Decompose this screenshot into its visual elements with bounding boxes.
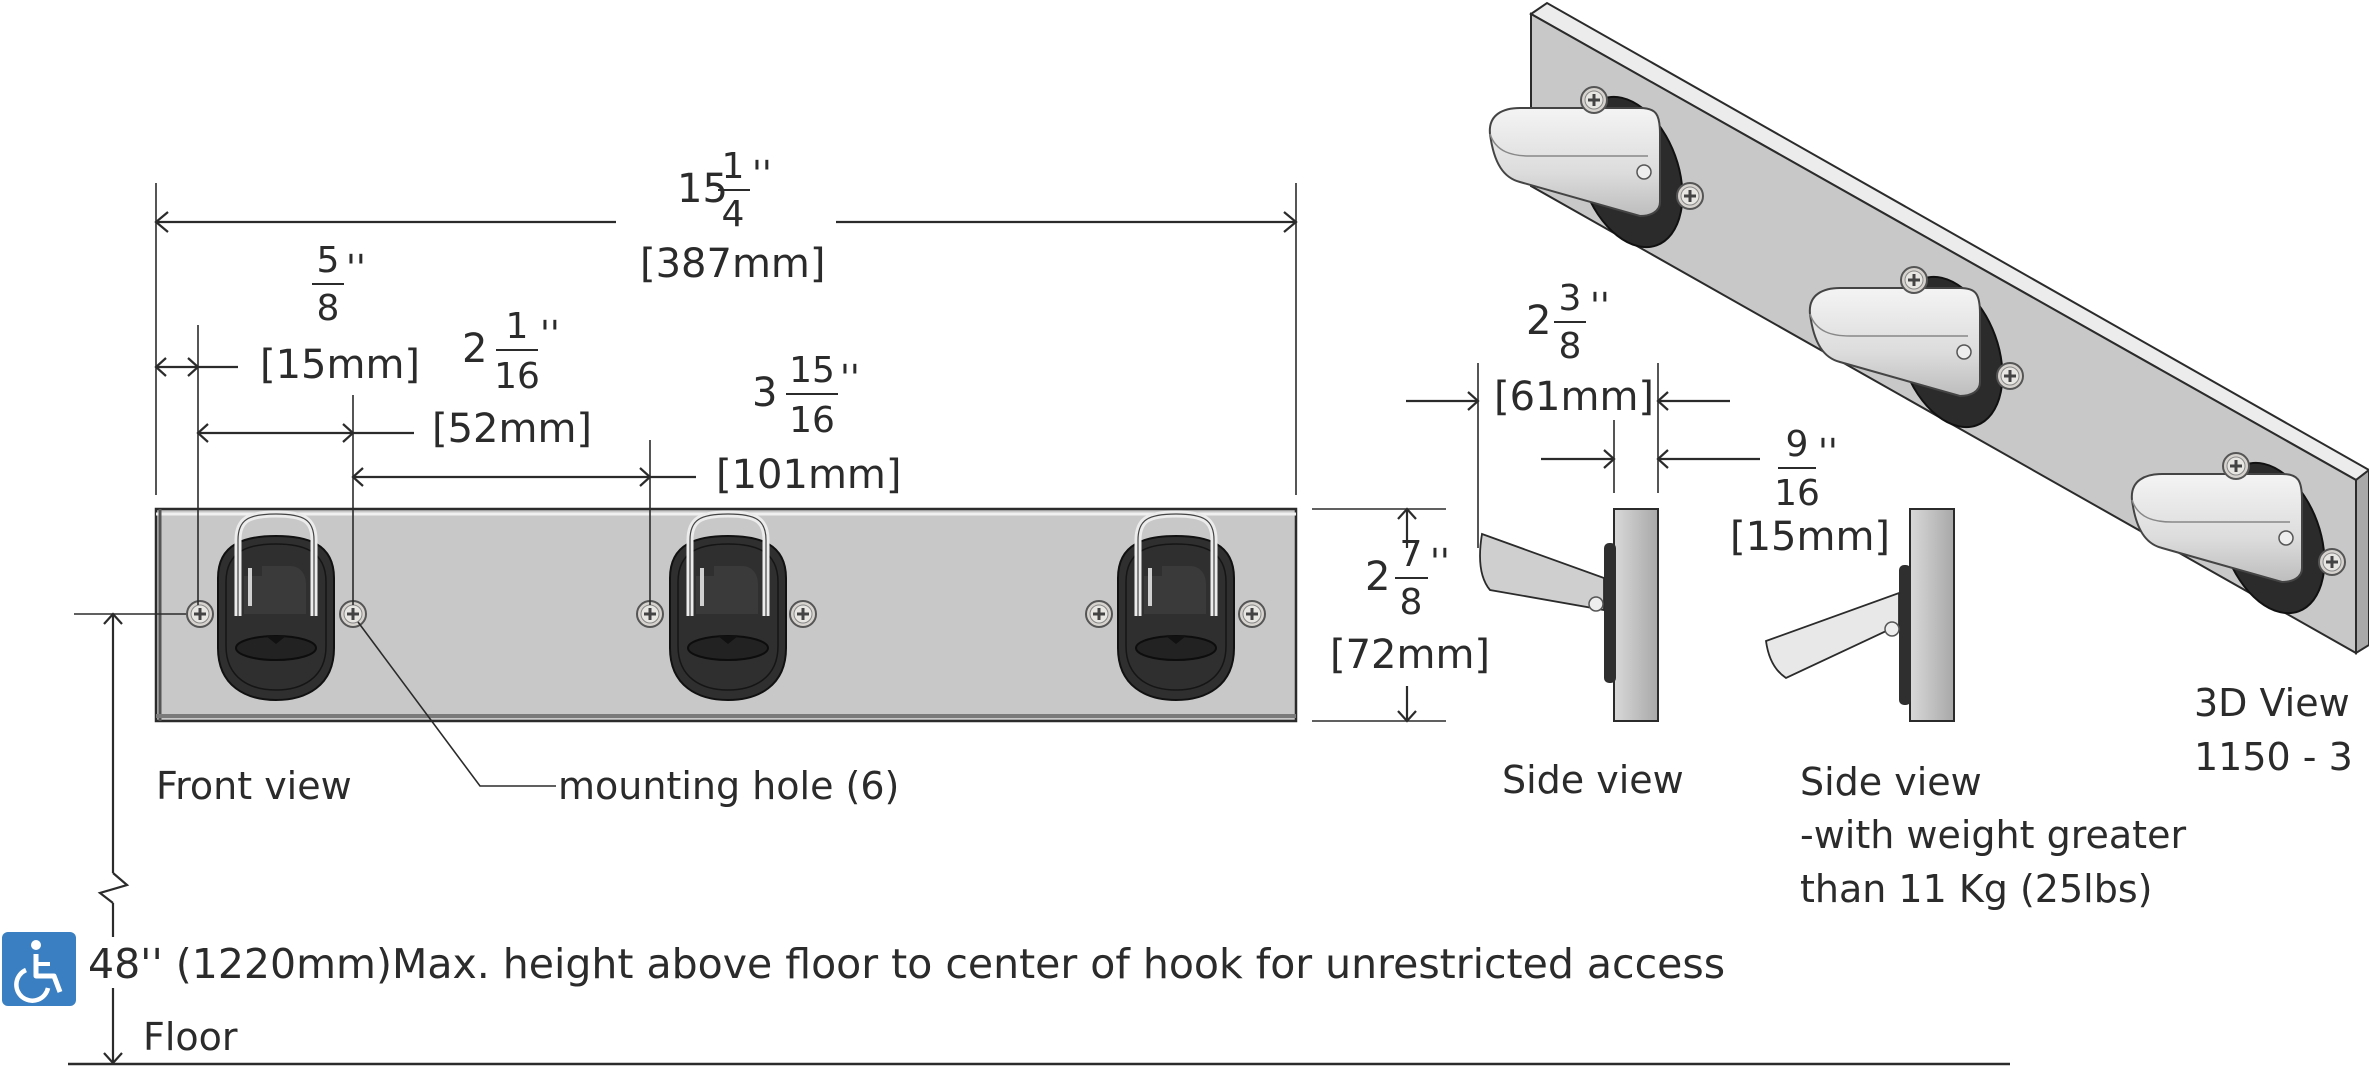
dimension-hole-spacing: 2 1 16 '' [52mm] (196, 306, 592, 605)
hook-1 (218, 514, 334, 700)
dim-edge-unit: '' (346, 248, 366, 289)
mounting-hole-screw (1237, 599, 1267, 629)
dim-projection-den: 8 (1559, 326, 1582, 367)
dim-hookspace-whole: 3 (752, 370, 777, 416)
dim-thickness-metric: [15mm] (1730, 514, 1890, 560)
hook-3 (1118, 514, 1234, 700)
dim-holespace-whole: 2 (462, 326, 487, 372)
three-d-view-label: 3D View (2194, 681, 2350, 725)
side-view-label: Side view (1502, 758, 1684, 802)
dimension-projection: 2 3 8 '' [61mm] (1406, 278, 1730, 548)
dim-hookspace-metric: [101mm] (716, 452, 902, 498)
model-number: 1150 - 3 (2194, 735, 2353, 779)
dim-height-whole: 2 (1365, 554, 1390, 600)
dimension-hook-spacing: 3 15 16 '' [101mm] (351, 350, 902, 605)
dim-height-unit: '' (1430, 542, 1450, 583)
dim-overall-num: 1 (722, 146, 745, 187)
dim-edge-metric: [15mm] (260, 342, 420, 388)
dim-overall-unit: '' (752, 154, 772, 195)
dim-projection-unit: '' (1590, 286, 1610, 327)
side-view (1479, 508, 1659, 722)
dim-height-num: 7 (1400, 534, 1423, 575)
dim-projection-num: 3 (1559, 278, 1582, 319)
dim-height-den: 8 (1400, 582, 1423, 623)
mounting-hole-screw (1084, 599, 1114, 629)
dim-holespace-num: 1 (506, 306, 529, 347)
dim-holespace-unit: '' (540, 314, 560, 355)
side-view-weighted-note-2: than 11 Kg (25lbs) (1800, 867, 2152, 911)
dim-holespace-metric: [52mm] (432, 406, 592, 452)
dim-holespace-den: 16 (494, 356, 540, 397)
side-view-weighted (1765, 508, 1955, 722)
dim-hookspace-den: 16 (789, 400, 835, 441)
front-view (154, 507, 1298, 723)
dim-hookspace-num: 15 (789, 350, 835, 391)
mounting-height-dimension (68, 612, 2010, 1066)
dim-thickness-den: 16 (1774, 473, 1820, 514)
dim-overall-den: 4 (722, 194, 745, 235)
dim-projection-metric: [61mm] (1494, 374, 1654, 420)
floor-label: Floor (143, 1015, 238, 1059)
dim-thickness-num: 9 (1786, 424, 1809, 465)
dim-edge-num: 5 (317, 240, 340, 281)
hook-2 (670, 514, 786, 700)
accessibility-note: 48'' (1220mm)Max. height above floor to … (88, 940, 1725, 988)
dim-height-metric: [72mm] (1330, 632, 1490, 678)
three-d-view (1490, 1, 2369, 655)
mounting-hole-screw (185, 599, 215, 629)
dim-edge-den: 8 (317, 288, 340, 329)
dim-hookspace-unit: '' (840, 358, 860, 399)
wheelchair-accessible-icon (2, 932, 76, 1006)
dimension-overall-length: 15 1 4 '' [387mm] (154, 146, 1298, 495)
dimension-edge-to-hole: 5 8 '' [15mm] (154, 240, 420, 605)
side-view-weighted-note-1: -with weight greater (1800, 813, 2186, 857)
side-view-weighted-label: Side view (1800, 760, 1982, 804)
dimension-thickness: 9 16 '' [15mm] (1541, 420, 1890, 560)
mounting-hole-leader: mounting hole (6) (357, 621, 899, 808)
dim-overall-metric: [387mm] (640, 241, 826, 287)
dimension-height: 2 7 8 '' [72mm] (1312, 507, 1490, 723)
front-view-label: Front view (156, 764, 352, 808)
mounting-hole-screw (788, 599, 818, 629)
mounting-hole-label: mounting hole (6) (558, 764, 899, 808)
dim-projection-whole: 2 (1526, 298, 1551, 344)
dim-thickness-unit: '' (1818, 432, 1838, 473)
